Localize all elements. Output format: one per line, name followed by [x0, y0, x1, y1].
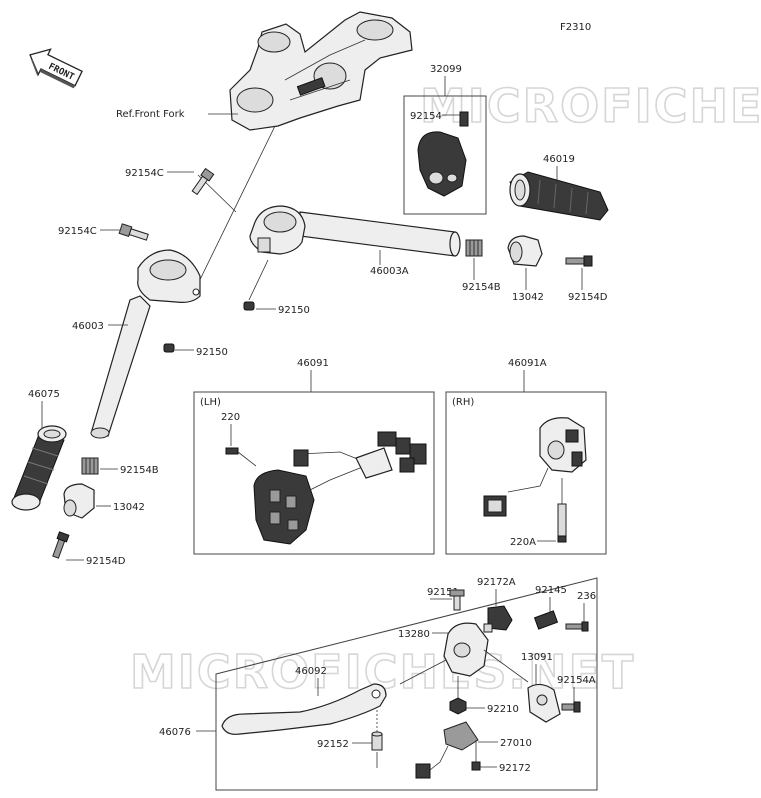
- label-92150-upper: 92150: [278, 305, 310, 316]
- screw-92150-upper-part: [243, 259, 269, 311]
- switch-27010-part: [415, 721, 479, 779]
- clamp-13091-part: [527, 683, 561, 723]
- rh-switch-housing-part: [483, 417, 587, 543]
- box-label-rh: (RH): [452, 397, 474, 408]
- end-cap-13042-upper-part: [507, 235, 543, 267]
- label-13042-upper: 13042: [512, 292, 544, 303]
- bolt-92154d-upper-part: [565, 255, 593, 267]
- box-lever-assembly: [215, 577, 598, 791]
- label-46091a: 46091A: [508, 358, 547, 369]
- screw-92150-lower-part: [163, 343, 175, 353]
- label-92154c-upper: 92154C: [125, 168, 164, 179]
- watermark-top: MICROFICHES.NET: [420, 79, 761, 133]
- box-46091a-rh: [445, 391, 607, 555]
- bracket-32099-part: [417, 111, 469, 197]
- front-arrow-icon: FRONT: [29, 48, 83, 89]
- label-220a: 220A: [510, 537, 536, 548]
- label-13280: 13280: [398, 629, 430, 640]
- label-92150-lower: 92150: [196, 347, 228, 358]
- label-46003a: 46003A: [370, 266, 409, 277]
- bolt-92154a-part: [561, 701, 581, 713]
- label-46019: 46019: [543, 154, 575, 165]
- label-92154b-upper: 92154B: [462, 282, 501, 293]
- label-92154d-upper: 92154D: [568, 292, 608, 303]
- label-92151: 92151: [427, 587, 459, 598]
- ref-front-fork-label: Ref.Front Fork: [116, 109, 185, 120]
- label-46091: 46091: [297, 358, 329, 369]
- lh-switch-housing-part: [225, 431, 427, 545]
- label-92172: 92172: [499, 763, 531, 774]
- label-92172a: 92172A: [477, 577, 516, 588]
- screw-236-part: [565, 621, 589, 632]
- label-92154: 92154: [410, 111, 442, 122]
- label-92154c-lower: 92154C: [58, 226, 97, 237]
- spring-92145-part: [533, 610, 559, 630]
- label-92152: 92152: [317, 739, 349, 750]
- label-236: 236: [577, 591, 596, 602]
- weight-92154b-upper-part: [465, 239, 483, 257]
- screw-92172-part: [471, 761, 481, 771]
- handlebar-46003-part: [90, 249, 201, 439]
- bolt-92154d-lower-part: [52, 531, 70, 559]
- label-46003: 46003: [72, 321, 104, 332]
- lever-46092-part: [221, 683, 387, 735]
- label-46075: 46075: [28, 389, 60, 400]
- label-13091: 13091: [521, 652, 553, 663]
- box-label-lh: (LH): [200, 397, 221, 408]
- handlebar-46003a-part: [249, 205, 461, 257]
- grip-46019-part: [509, 171, 609, 221]
- label-92154b-lower: 92154B: [120, 465, 159, 476]
- label-92154d-lower: 92154D: [86, 556, 126, 567]
- pivot-92172a-part: [483, 605, 513, 633]
- diagram-code: F2310: [560, 22, 591, 33]
- collar-92152-part: [371, 710, 383, 768]
- label-32099: 32099: [430, 64, 462, 75]
- lever-holder-13280-part: [399, 622, 529, 685]
- box-46091-lh: [193, 391, 435, 555]
- label-13042-lower: 13042: [113, 502, 145, 513]
- grip-46075-part: [11, 425, 67, 511]
- label-92210: 92210: [487, 704, 519, 715]
- label-92154a: 92154A: [557, 675, 596, 686]
- bolt-92154c-upper-part: [191, 167, 215, 196]
- steering-stem-part: [229, 11, 413, 131]
- weight-92154b-lower-part: [81, 457, 99, 475]
- label-220: 220: [221, 412, 240, 423]
- label-92145: 92145: [535, 585, 567, 596]
- bolt-92154c-lower-part: [118, 223, 149, 241]
- label-46092: 46092: [295, 666, 327, 677]
- label-46076: 46076: [159, 727, 191, 738]
- nut-92210-part: [449, 676, 467, 715]
- screw-92151-part: [449, 589, 465, 611]
- end-cap-13042-lower-part: [63, 483, 95, 519]
- label-27010: 27010: [500, 738, 532, 749]
